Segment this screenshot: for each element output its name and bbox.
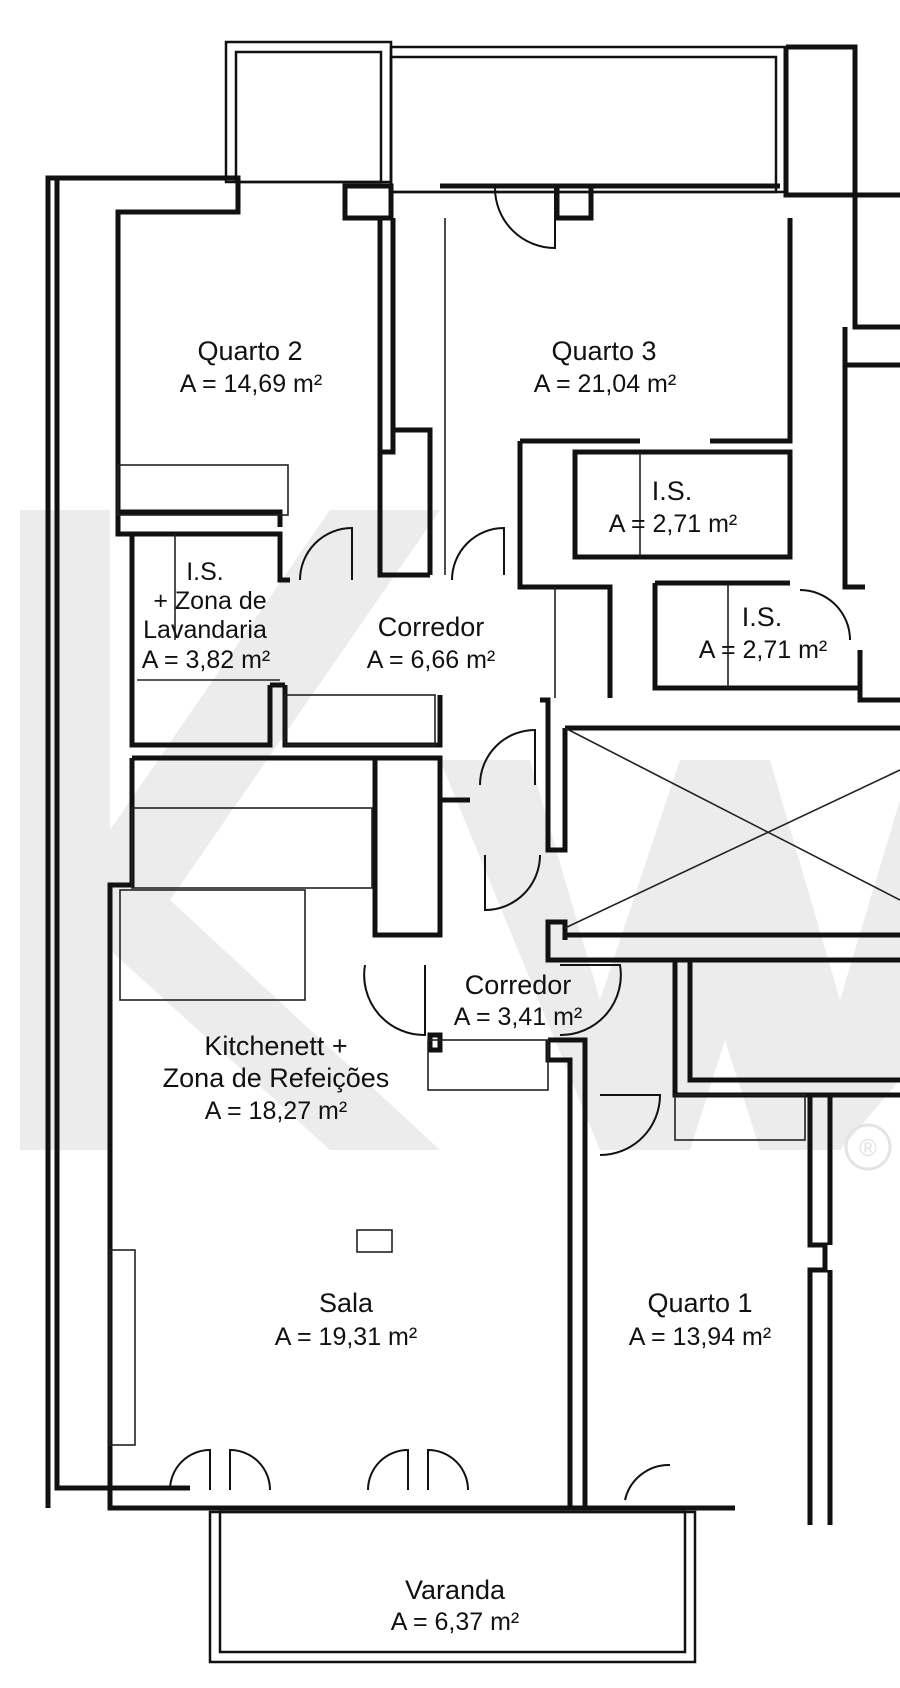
- registered-mark-icon: [844, 1123, 892, 1171]
- top-balcony: [224, 40, 788, 194]
- room-labels: Quarto 2 A = 14,69 m² Quarto 3 A = 21,04…: [142, 336, 828, 1636]
- room-area: A = 3,41 m²: [454, 1003, 583, 1031]
- room-name: I.S.: [652, 476, 693, 506]
- watermark-logo: ®: [20, 510, 900, 1171]
- room-name: Varanda: [405, 1575, 506, 1605]
- room-name-line: Lavandaria: [143, 616, 267, 644]
- room-area: A = 6,37 m²: [391, 1608, 520, 1636]
- room-name-line: Kitchenett +: [204, 1031, 347, 1061]
- room-name: Quarto 1: [647, 1288, 752, 1318]
- room-name-line: Zona de Refeições: [163, 1063, 390, 1093]
- room-area: A = 21,04 m²: [534, 370, 676, 398]
- room-name: Corredor: [465, 970, 572, 1000]
- room-area: A = 19,31 m²: [275, 1323, 417, 1351]
- room-corredor-2: Corredor A = 3,41 m²: [454, 970, 583, 1031]
- interior-walls: [107, 218, 900, 1525]
- room-quarto-2: Quarto 2 A = 14,69 m²: [180, 336, 322, 398]
- fixtures: [109, 218, 900, 1664]
- room-area: A = 14,69 m²: [180, 370, 322, 398]
- room-is-1: I.S. A = 2,71 m²: [609, 476, 738, 538]
- room-varanda: Varanda A = 6,37 m²: [391, 1575, 520, 1636]
- registered-mark: ®: [859, 1135, 877, 1162]
- room-name: Sala: [319, 1288, 374, 1318]
- room-area: A = 3,82 m²: [142, 646, 271, 674]
- room-area: A = 2,71 m²: [609, 510, 738, 538]
- room-area: A = 2,71 m²: [699, 636, 828, 664]
- room-area: A = 18,27 m²: [205, 1097, 347, 1125]
- room-name: I.S.: [742, 602, 783, 632]
- room-name: Quarto 3: [551, 336, 656, 366]
- room-name-line: + Zona de: [153, 587, 266, 615]
- room-corredor-1: Corredor A = 6,66 m²: [367, 612, 496, 674]
- room-name-line: I.S.: [186, 558, 224, 586]
- room-name: Quarto 2: [197, 336, 302, 366]
- room-is-2: I.S. A = 2,71 m²: [699, 602, 828, 664]
- room-sala: Sala A = 19,31 m²: [275, 1288, 417, 1351]
- room-kitchenett: Kitchenett + Zona de Refeições A = 18,27…: [163, 1031, 390, 1125]
- room-area: A = 13,94 m²: [629, 1323, 771, 1351]
- room-area: A = 6,66 m²: [367, 646, 496, 674]
- room-name: Corredor: [378, 612, 485, 642]
- outer-walls: [45, 44, 900, 1511]
- room-is-lavandaria: I.S. + Zona de Lavandaria A = 3,82 m²: [142, 558, 271, 674]
- doors: [169, 187, 851, 1501]
- room-quarto-1: Quarto 1 A = 13,94 m²: [629, 1288, 771, 1351]
- room-quarto-3: Quarto 3 A = 21,04 m²: [534, 336, 676, 398]
